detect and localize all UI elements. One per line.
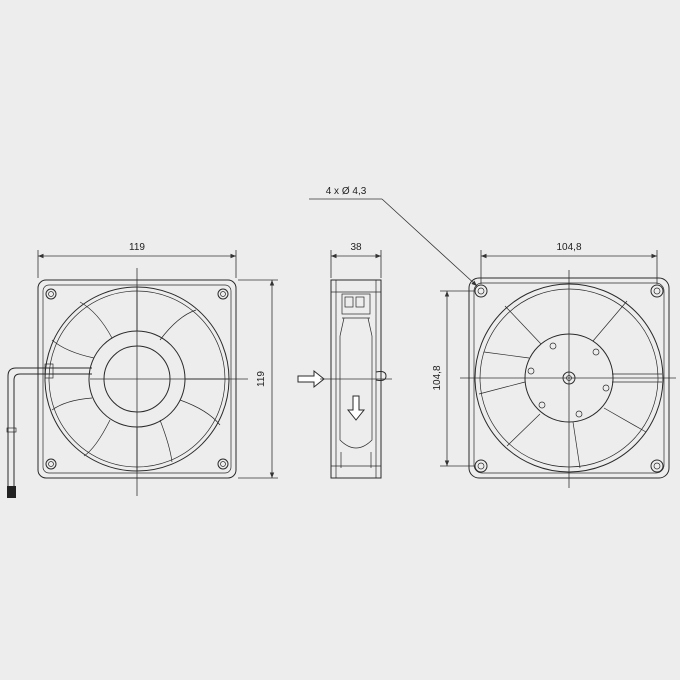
dim-hole-spacing-h-label: 104,8 (556, 242, 581, 253)
dim-front-height-label: 119 (256, 371, 267, 387)
rotation-arrow-icon (346, 395, 366, 421)
back-view: 104,8 104,8 4 x Ø 4,3 (309, 186, 676, 488)
cable-plug (7, 486, 16, 498)
side-view: 38 (297, 242, 392, 479)
back-blades (478, 300, 662, 469)
dim-front-width-label: 119 (129, 242, 145, 253)
mounting-holes-callout: 4 x Ø 4,3 (309, 186, 478, 287)
front-view: 119 119 (6, 242, 278, 498)
dim-side-depth: 38 (330, 242, 382, 278)
front-cable (6, 363, 92, 498)
dim-front-width: 119 (37, 242, 237, 278)
dim-front-height: 119 (238, 279, 278, 479)
airflow-arrow-icon (297, 369, 325, 389)
front-corner-holes (45, 288, 229, 470)
dim-side-depth-label: 38 (350, 242, 362, 253)
front-blades (51, 301, 221, 463)
mounting-holes-label: 4 x Ø 4,3 (326, 186, 367, 197)
dim-hole-spacing-v-label: 104,8 (432, 365, 443, 390)
side-connector (339, 293, 373, 337)
dim-hole-spacing-h: 104,8 (480, 242, 658, 284)
dim-hole-spacing-v: 104,8 (432, 290, 475, 467)
back-hub-holes (527, 342, 610, 418)
